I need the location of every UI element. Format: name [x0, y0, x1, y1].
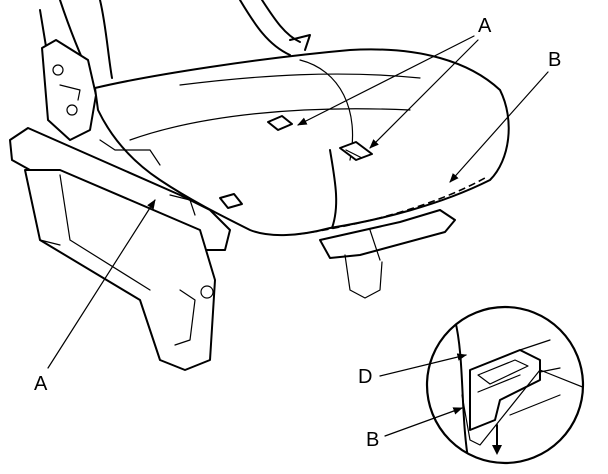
detail-view — [379, 305, 585, 465]
leader-b-detail — [384, 407, 463, 437]
leader-lines — [47, 35, 549, 369]
callout-b-detail: B — [366, 429, 379, 451]
leader-b-top — [449, 71, 549, 183]
leader-a-top-1 — [297, 35, 475, 126]
seat-hinge-bracket — [41, 39, 97, 141]
seat-cushion — [94, 48, 510, 237]
leader-d-detail — [379, 353, 467, 377]
seat-frame — [9, 127, 456, 371]
leader-a-left — [47, 199, 156, 369]
leader-a-top-2 — [369, 39, 479, 149]
callout-b-top: B — [548, 49, 561, 71]
callout-d-detail: D — [358, 366, 372, 388]
callout-a-top: A — [478, 15, 492, 37]
callout-a-left: A — [34, 373, 48, 395]
